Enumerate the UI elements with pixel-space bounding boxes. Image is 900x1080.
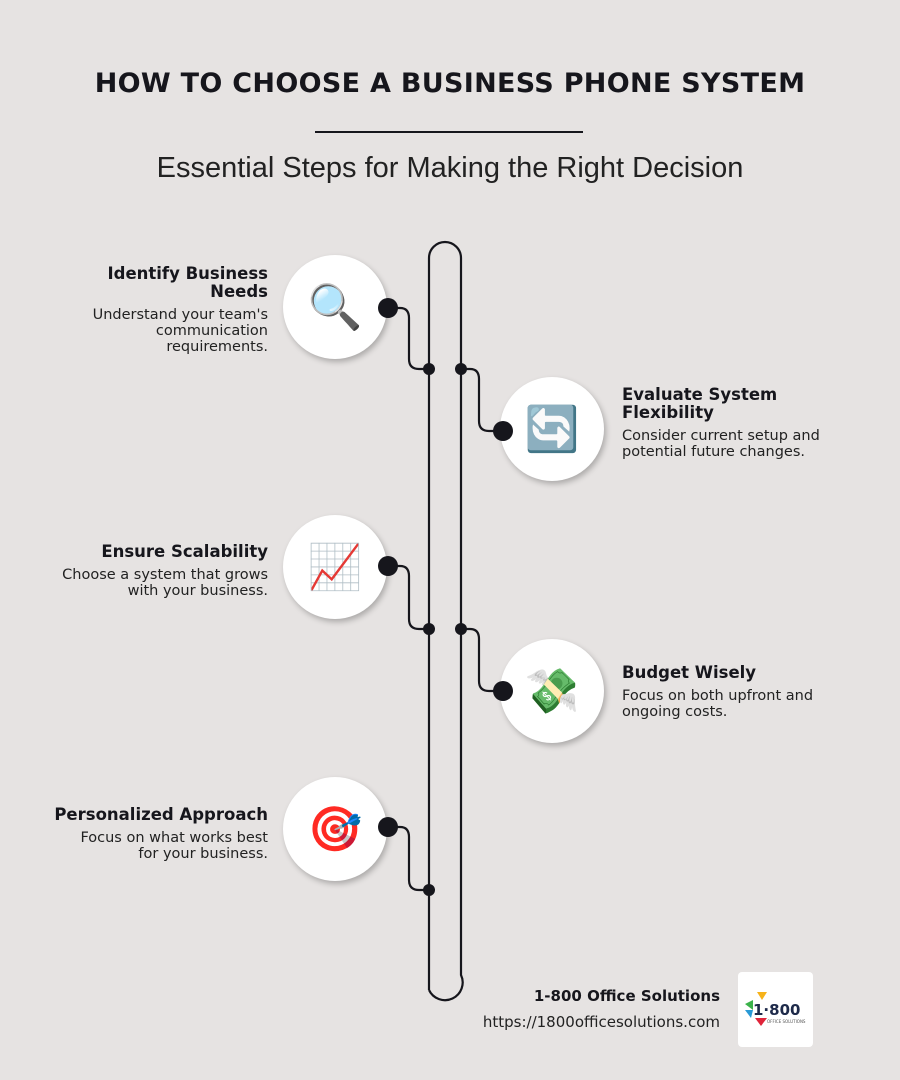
connector-1 bbox=[388, 306, 429, 371]
step-ensure-scalability: Ensure Scalability Choose a system that … bbox=[38, 542, 268, 600]
title-divider bbox=[315, 131, 583, 133]
timeline-loop bbox=[427, 240, 464, 1002]
step-description: Understand your team's communication req… bbox=[92, 307, 268, 355]
svg-text:OFFICE SOLUTIONS: OFFICE SOLUTIONS bbox=[767, 1019, 806, 1024]
step-description: Focus on what works best for your busine… bbox=[80, 830, 268, 862]
svg-text:1·800: 1·800 bbox=[753, 1001, 800, 1019]
step-title: Identify Business Needs bbox=[107, 264, 269, 301]
logo-icon: 1·800 OFFICE SOLUTIONS bbox=[744, 991, 806, 1026]
connector-5 bbox=[388, 825, 429, 892]
step-4-icon-circle: 💸 bbox=[500, 639, 604, 743]
page-title: HOW TO CHOOSE A BUSINESS PHONE SYSTEM bbox=[94, 68, 806, 99]
refresh-arrows-icon: 🔄 bbox=[524, 404, 580, 455]
step-identify-needs: Identify Business Needs Understand your … bbox=[38, 264, 269, 356]
step-title: Budget Wisely bbox=[622, 663, 757, 682]
money-with-wings-icon: 💸 bbox=[524, 666, 580, 717]
step-1-icon-circle: 🔍 bbox=[283, 255, 387, 359]
connector-4 bbox=[461, 627, 503, 693]
step-5-icon-circle: 🎯 bbox=[283, 777, 387, 881]
step-2-icon-circle: 🔄 bbox=[500, 377, 604, 481]
magnifying-glass-icon: 🔍 bbox=[307, 282, 363, 333]
footer-brand: 1-800 Office Solutions https://1800offic… bbox=[483, 987, 720, 1031]
step-title: Personalized Approach bbox=[54, 805, 268, 824]
step-personalized-approach: Personalized Approach Focus on what work… bbox=[18, 805, 268, 863]
chart-increasing-icon: 📈 bbox=[307, 542, 363, 593]
step-3-icon-circle: 📈 bbox=[283, 515, 387, 619]
step-budget-wisely: Budget Wisely Focus on both upfront and … bbox=[622, 663, 852, 721]
company-name: 1-800 Office Solutions bbox=[533, 987, 720, 1005]
step-description: Focus on both upfront and ongoing costs. bbox=[622, 688, 814, 720]
company-logo: 1·800 OFFICE SOLUTIONS bbox=[738, 972, 813, 1047]
step-title: Ensure Scalability bbox=[101, 542, 268, 561]
connector-2 bbox=[461, 367, 503, 433]
page-subtitle: Essential Steps for Making the Right Dec… bbox=[156, 152, 744, 184]
step-description: Choose a system that grows with your bus… bbox=[62, 567, 268, 599]
company-url[interactable]: https://1800officesolutions.com bbox=[482, 1013, 720, 1031]
connector-3 bbox=[388, 564, 429, 631]
step-evaluate-flexibility: Evaluate System Flexibility Consider cur… bbox=[622, 385, 822, 461]
step-title: Evaluate System Flexibility bbox=[622, 385, 778, 422]
step-description: Consider current setup and potential fut… bbox=[622, 428, 820, 460]
bullseye-icon: 🎯 bbox=[307, 804, 363, 855]
